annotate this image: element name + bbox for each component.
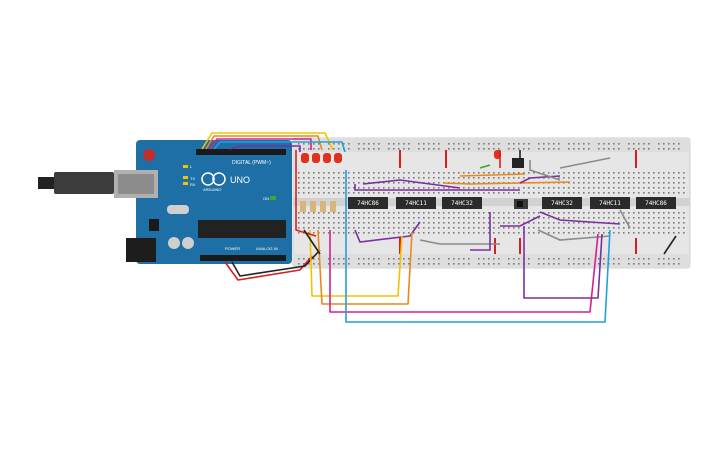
ic-chip-3[interactable]: 74HC32: [442, 197, 482, 209]
resistor-group[interactable]: [300, 201, 336, 212]
usb-connector: [38, 170, 158, 198]
breadboard-wires[interactable]: [354, 150, 677, 255]
atmega-chip: [198, 220, 286, 238]
power-rail-markers: [399, 150, 637, 254]
crystal: [167, 205, 189, 214]
ic-chip-1-label: 74HC86: [357, 200, 379, 207]
power-jack: [126, 238, 156, 262]
ic-chip-2[interactable]: 74HC11: [396, 197, 436, 209]
ic-chip-2-label: 74HC11: [405, 200, 427, 207]
breadboard[interactable]: [292, 137, 691, 269]
arduino-logo-icon: [201, 172, 215, 186]
led-group[interactable]: [301, 150, 501, 163]
ic-chip-5-label: 74HC11: [599, 200, 621, 207]
on-label: ON: [263, 196, 269, 201]
brand-label: ARDUINO: [203, 187, 221, 192]
analog-header: [200, 255, 286, 261]
ic-chip-5[interactable]: 74HC11: [590, 197, 630, 209]
digital-header-label: DIGITAL (PWM~): [232, 160, 271, 166]
capacitor-2: [182, 237, 194, 249]
rx-label: RX: [190, 182, 196, 187]
ic-chip-4[interactable]: 74HC32: [542, 197, 582, 209]
power-label: POWER: [225, 246, 240, 251]
reset-button[interactable]: [143, 149, 155, 161]
analog-label: ANALOG IN: [256, 246, 278, 251]
slide-switch[interactable]: [514, 199, 528, 209]
l-label: L: [190, 164, 193, 169]
arduino-uno-board[interactable]: UNO ARDUINO DIGITAL (PWM~) POWER ANALOG …: [38, 140, 292, 264]
ic-chip-6[interactable]: 74HC86: [636, 197, 676, 209]
ic-chip-3-label: 74HC32: [451, 200, 473, 207]
ic-chip-6-label: 74HC86: [645, 200, 667, 207]
digital-header: [196, 149, 286, 155]
external-wires[interactable]: [201, 132, 611, 323]
icsp-header: [149, 219, 159, 231]
capacitor-1: [168, 237, 180, 249]
ic-chip-4-label: 74HC32: [551, 200, 573, 207]
tx-label: TX: [190, 176, 195, 181]
push-button[interactable]: [512, 158, 524, 168]
ic-chip-1[interactable]: 74HC86: [348, 197, 388, 209]
model-label: UNO: [230, 175, 250, 185]
